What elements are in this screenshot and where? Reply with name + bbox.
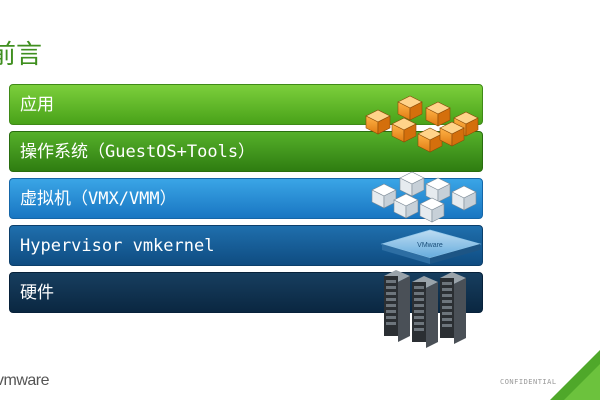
vm-cubes-icon — [371, 171, 477, 223]
confidential-label: CONFIDENTIAL — [500, 378, 557, 386]
corner-accent — [550, 350, 600, 400]
vmware-platform-icon: VMware — [380, 229, 482, 264]
app-boxes-icon — [365, 95, 479, 153]
platform-label: VMware — [417, 242, 443, 249]
layer-operating-system: 操作系统（GuestOS+Tools） — [9, 131, 483, 172]
page-title: 前言 — [0, 40, 43, 70]
vmware-logo: vmware — [0, 372, 50, 389]
server-rack-icon — [384, 270, 466, 348]
